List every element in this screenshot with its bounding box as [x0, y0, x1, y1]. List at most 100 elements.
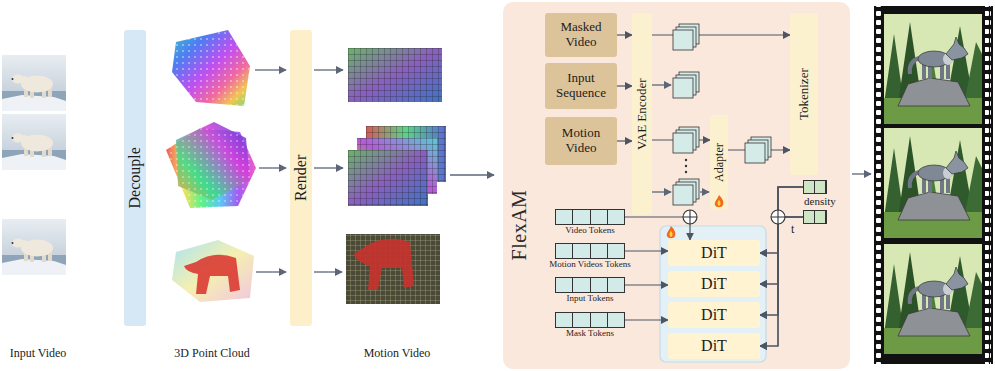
flow-arrow	[760, 217, 803, 315]
point-cloud-subject	[184, 255, 240, 294]
token-cell	[556, 210, 573, 224]
model-panel: FlexAM Masked VideoInput SequenceMotion V…	[503, 2, 850, 369]
token-cell	[591, 244, 608, 258]
flow-arrow	[617, 34, 632, 35]
chip-label: density	[804, 196, 836, 207]
dit-block: DiT	[668, 333, 760, 359]
token-cells	[555, 277, 625, 293]
flow-arrow	[760, 217, 803, 253]
arrow	[700, 191, 709, 192]
flow-arrow	[625, 319, 668, 320]
flow-arrow	[617, 140, 632, 141]
node-label: VAE Encoder	[635, 78, 649, 150]
node-label: Input Sequence	[548, 71, 614, 101]
token-strip: Motion Videos Tokens	[555, 243, 625, 270]
flow-arrow	[760, 187, 803, 346]
flow-arrow	[625, 217, 690, 240]
point-cloud-dots	[166, 128, 256, 208]
token-cell	[608, 210, 624, 224]
arrow	[314, 167, 343, 168]
film-holes	[876, 6, 882, 364]
token-cell	[556, 313, 573, 327]
dit-stack-panel	[660, 226, 766, 362]
output-frame	[884, 14, 982, 124]
label-row: Video Tokens	[555, 226, 625, 236]
arrow	[450, 174, 494, 175]
input-frame	[2, 55, 66, 111]
token-cell	[608, 278, 624, 292]
label-row: Mask Tokens	[555, 329, 625, 339]
flow-arrow	[625, 250, 668, 251]
arrow	[314, 271, 342, 272]
trainable-icon	[715, 195, 724, 207]
arrow	[852, 173, 871, 174]
adapter-band: Adapter	[710, 115, 728, 210]
output-frame	[884, 128, 982, 238]
arrow	[314, 69, 343, 70]
token-cell	[815, 181, 826, 193]
motion-grid	[346, 234, 440, 304]
add-symbol	[771, 210, 785, 224]
add-symbol	[683, 210, 697, 224]
token-cells	[555, 312, 625, 328]
token-cell	[573, 278, 590, 292]
dit-block: DiT	[668, 240, 760, 266]
flow-arrow	[760, 187, 803, 315]
label-row: Input Tokens	[555, 294, 625, 304]
embedding-chip: t	[803, 210, 827, 224]
input-box: Input Sequence	[545, 63, 617, 109]
flow-arrow	[760, 217, 803, 284]
latent-cube	[673, 24, 699, 50]
point-cloud-dots	[172, 30, 250, 106]
film-holes	[985, 6, 991, 364]
token-label: Video Tokens	[565, 226, 614, 236]
trainable-icon	[667, 226, 676, 238]
caption-slot: 3D Point Cloud	[174, 343, 249, 361]
label-row: Motion Videos Tokens	[555, 260, 625, 270]
node-label: Motion Video	[548, 126, 614, 156]
motion-subject	[354, 239, 414, 290]
dit-block: DiT	[668, 271, 760, 297]
token-cell	[573, 313, 590, 327]
film-strip	[874, 6, 993, 364]
input-frame	[2, 114, 66, 170]
latent-cube	[673, 179, 699, 205]
figure-label: Motion Video	[364, 346, 431, 360]
tokenizer-band: Tokenizer	[790, 13, 818, 175]
token-cell	[591, 313, 608, 327]
token-strip: Mask Tokens	[555, 312, 625, 339]
encoder-band: VAE Encoder	[632, 13, 652, 215]
arrow	[652, 191, 671, 192]
embedding-chip: density	[803, 180, 827, 194]
token-cell	[591, 210, 608, 224]
caption-slot: Motion Video	[364, 343, 431, 361]
flow-arrow	[617, 85, 632, 86]
input-box: Masked Video	[545, 13, 617, 57]
point-cloud	[172, 30, 250, 106]
caption-slot: Input Video	[10, 343, 67, 361]
flow-arrow	[760, 187, 803, 284]
token-cell	[608, 244, 624, 258]
node-label: Adapter	[712, 143, 725, 182]
flow-arrow	[625, 284, 668, 285]
flow-arrow	[760, 217, 803, 346]
ellipsis-dot	[685, 165, 687, 167]
node-label: Tokenizer	[797, 68, 811, 120]
motion-frame	[348, 150, 428, 206]
token-cells	[555, 243, 625, 259]
motion-grid	[348, 48, 442, 102]
token-cell	[573, 210, 590, 224]
figure-label: Input Video	[10, 346, 67, 360]
token-cell	[591, 278, 608, 292]
dit-block: DiT	[668, 302, 760, 328]
panel-title: FlexAM	[508, 190, 531, 261]
token-cell	[815, 211, 826, 223]
model-panel-ground	[503, 2, 850, 369]
input-box: Motion Video	[545, 117, 617, 165]
token-cell	[556, 278, 573, 292]
node-label: DiT	[701, 306, 727, 324]
arrow	[259, 167, 286, 168]
